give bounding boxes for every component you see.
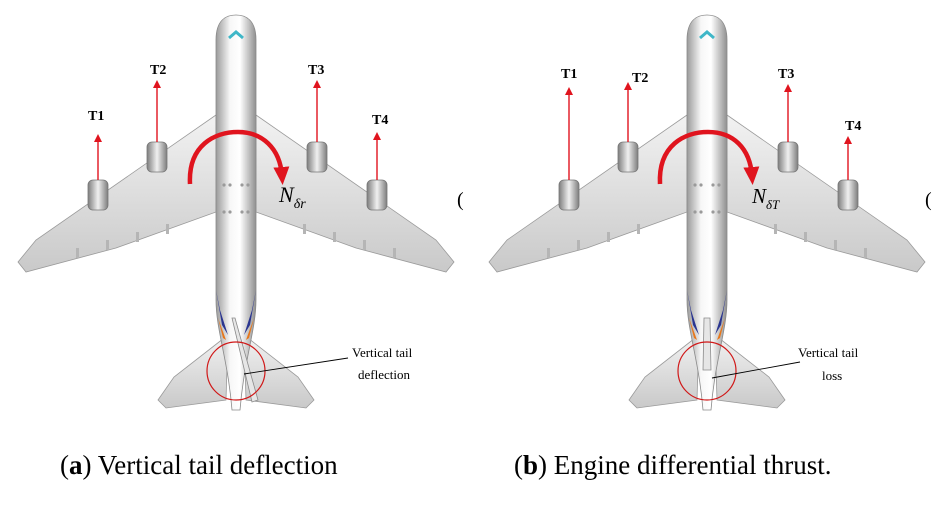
label-t3: T3 [308,63,324,78]
engine-3 [306,141,328,173]
caption-b-tag: b [523,450,539,480]
label-t1: T1 [561,67,577,82]
yaw-moment-label: Nδr [278,182,306,212]
callout-leader [243,357,349,375]
callout-leader [711,361,801,379]
callout-text-line1: Vertical tail [798,345,859,360]
caption-a-tag: a [69,450,83,480]
engine-1 [87,179,109,211]
label-t4: T4 [372,113,388,128]
aircraft-b [487,13,927,412]
vertical-tail-stub [702,317,712,371]
label-t2: T2 [632,71,648,86]
engine-4 [837,179,859,211]
callout-text-line2: deflection [358,367,410,382]
edge-mark: ( [457,189,464,211]
engine-2 [617,141,639,173]
label-t1: T1 [88,109,104,124]
yaw-moment-arrow [187,129,290,185]
label-t4: T4 [845,119,861,134]
callout-text-line2: loss [822,368,842,383]
caption-a-text: Vertical tail deflection [91,450,338,480]
panel-b: T1 T2 T3 T4 NδT Vertical tail loss ( [487,13,932,412]
caption-b: (b) Engine differential thrust. [514,450,832,480]
caption-a: (a) Vertical tail deflection [60,450,338,480]
tail-highlight-circle [677,341,737,401]
engine-4 [366,179,388,211]
edge-mark: ( [925,189,932,211]
engine-2 [146,141,168,173]
callout-text-line1: Vertical tail [352,345,413,360]
yaw-moment-arrow [657,129,760,185]
caption-b-text: Engine differential thrust. [547,450,832,480]
panel-a: T1 T2 T3 T4 Nδr Vertical tail deflection… [16,13,464,412]
engine-1 [558,179,580,211]
yaw-moment-label: NδT [751,184,780,212]
label-t2: T2 [150,63,166,78]
engine-3 [777,141,799,173]
label-t3: T3 [778,67,794,82]
